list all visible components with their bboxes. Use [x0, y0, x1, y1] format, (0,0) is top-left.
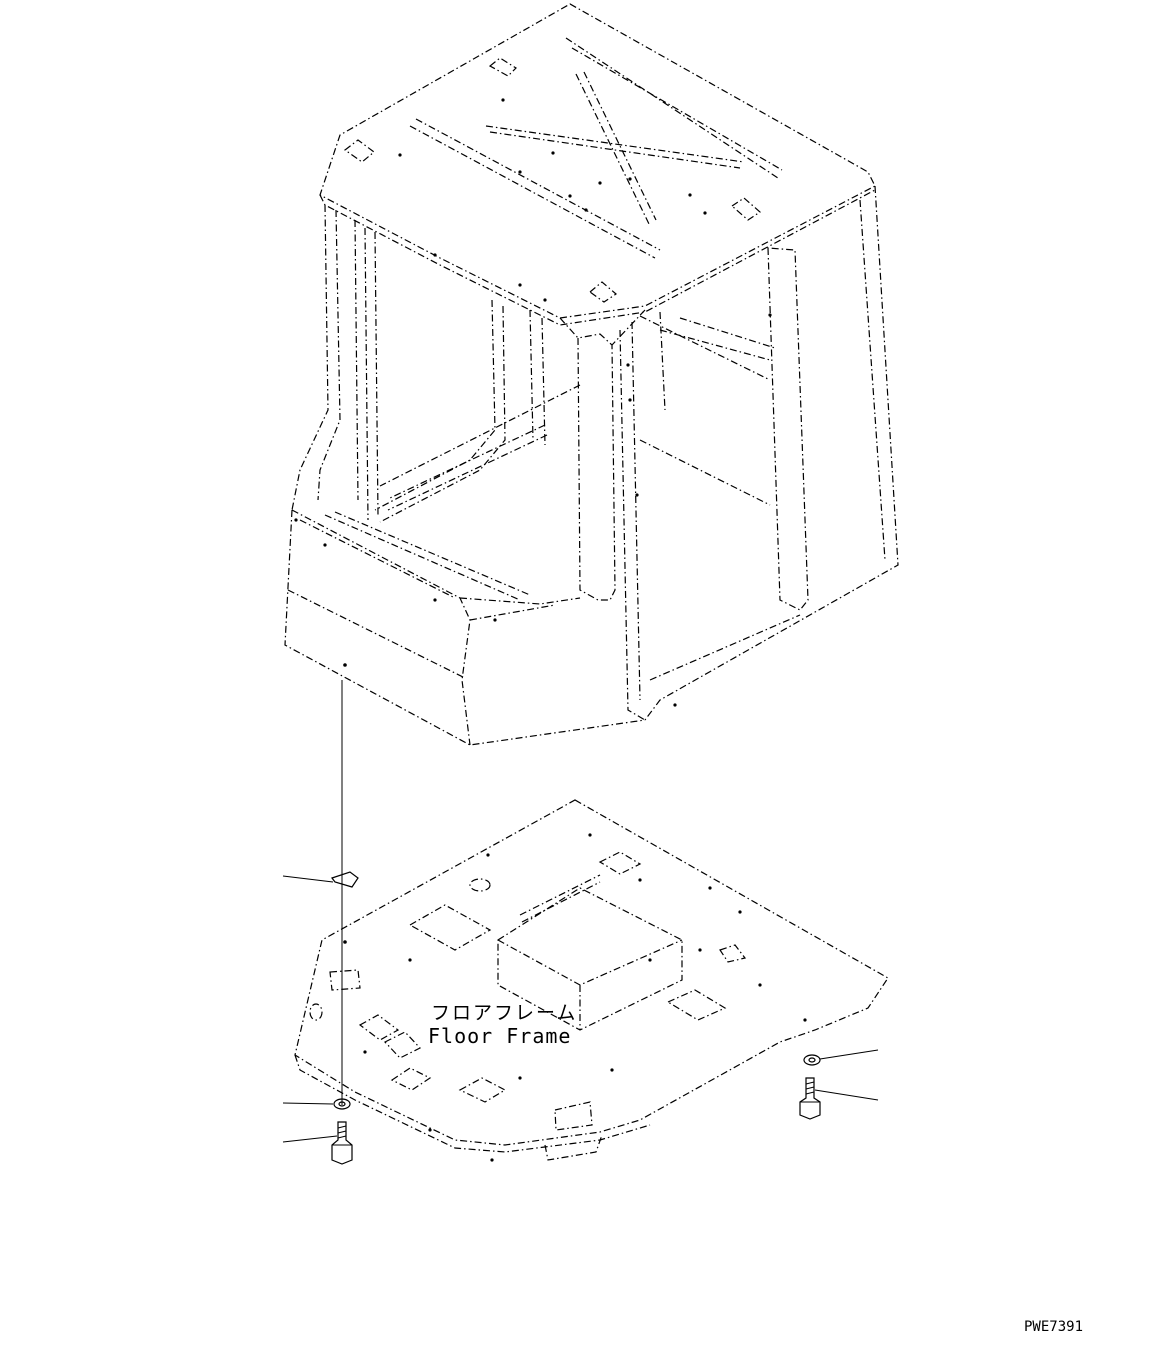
cab-roof	[319, 3, 876, 319]
washer-right	[803, 1049, 879, 1066]
cab-lower-body	[284, 509, 646, 746]
cab-assembly	[284, 3, 899, 746]
drawing-code: PWE7391	[1024, 1319, 1084, 1335]
floor-plate-outline	[294, 799, 889, 1146]
clip-part	[282, 871, 359, 888]
cab-side-wall	[644, 185, 899, 721]
bolt-right	[799, 1077, 879, 1120]
roof-rail	[409, 118, 661, 259]
part-label-english: Floor Frame	[428, 1024, 572, 1048]
washer-left	[282, 1098, 351, 1110]
floor-handle	[544, 1134, 603, 1161]
roof-rail	[565, 37, 783, 179]
cab-pillar-left	[291, 204, 341, 511]
floor-console-box	[497, 887, 683, 1031]
cab-pillar-front	[577, 333, 616, 601]
part-label-japanese: フロアフレーム	[431, 1002, 578, 1024]
bolt-left	[282, 1121, 353, 1165]
floor-frame	[294, 799, 889, 1162]
roof-cross-brace	[485, 71, 745, 227]
